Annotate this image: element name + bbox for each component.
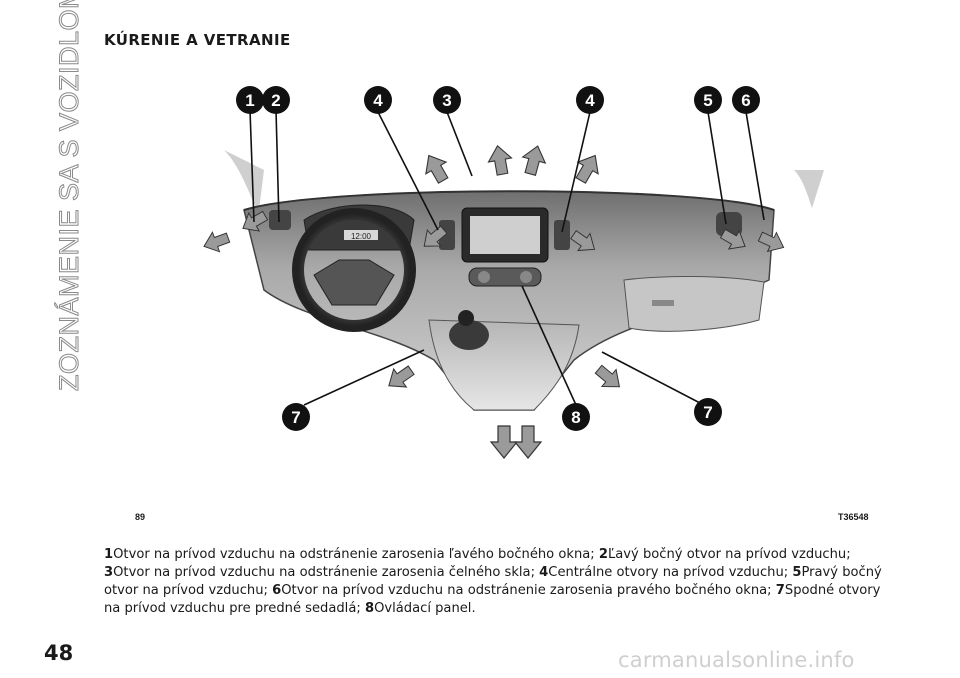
caption-text-4: Centrálne otvory na prívod vzduchu; [548, 565, 789, 580]
infotainment-screen [470, 216, 540, 254]
caption-num-7: 7 [775, 583, 785, 598]
chapter-title: ZOZNÁMENIE SA S VOZIDLOM [54, 0, 85, 391]
caption-text-3: Otvor na prívod vzduchu na odstránenie z… [113, 565, 535, 580]
callout-leaders [249, 109, 765, 406]
svg-text:8: 8 [571, 408, 580, 427]
caption-num-2: 2 [598, 547, 608, 562]
caption-text-5: Pravý bočný otvor na prívod vzduchu; [104, 565, 882, 598]
callout-6: 6 [732, 86, 760, 114]
right-pillar [794, 170, 824, 208]
caption-text-1: Otvor na prívod vzduchu na odstránenie z… [113, 547, 595, 562]
figure-code: T36548 [838, 512, 869, 522]
gear-knob [458, 310, 474, 326]
callout-2: 2 [262, 86, 290, 114]
callout-1: 1 [236, 86, 264, 114]
caption-text-8: Ovládací panel. [374, 601, 476, 616]
svg-text:4: 4 [373, 91, 383, 110]
svg-text:5: 5 [703, 91, 712, 110]
left-pillar [224, 150, 264, 210]
right-side-vent [716, 212, 742, 236]
chapter-side-tab: ZOZNÁMENIE SA S VOZIDLOM [52, 0, 88, 391]
svg-text:3: 3 [442, 91, 451, 110]
cluster-display [344, 230, 378, 240]
page-number: 48 [44, 641, 74, 665]
steering-hub [313, 259, 395, 306]
watermark: carmanualsonline.info [618, 648, 855, 672]
caption-num-5: 5 [792, 565, 802, 580]
callout-5: 5 [694, 86, 722, 114]
caption-num-4: 4 [539, 565, 549, 580]
svg-text:2: 2 [271, 91, 280, 110]
caption-text-2: Ľavý bočný otvor na prívod vzduchu; [607, 547, 851, 562]
caption-text-7: Spodné otvory na prívod vzduchu pre pred… [104, 583, 881, 616]
svg-text:1: 1 [245, 91, 254, 110]
callout-3: 3 [433, 86, 461, 114]
caption-num-1: 1 [104, 547, 114, 562]
gear-lever-boot [449, 320, 489, 350]
svg-text:7: 7 [291, 408, 300, 427]
left-side-vent [269, 210, 291, 230]
callout-markers: 1 2 4 3 4 5 6 7 [236, 86, 760, 431]
callout-8: 8 [562, 403, 590, 431]
svg-text:4: 4 [585, 91, 595, 110]
callout-7-left: 7 [282, 403, 310, 431]
caption-num-8: 8 [364, 601, 375, 616]
center-vent-right [554, 220, 570, 250]
caption-num-3: 3 [104, 565, 114, 580]
callout-7-right: 7 [694, 398, 722, 426]
callout-4-left: 4 [364, 86, 392, 114]
caption-num-6: 6 [272, 583, 282, 598]
svg-text:6: 6 [741, 91, 750, 110]
section-title: KÚRENIE A VETRANIE [104, 31, 291, 49]
caption-text-6: Otvor na prívod vzduchu na odstránenie z… [281, 583, 772, 598]
center-vent-left [439, 220, 455, 250]
figure-number: 89 [135, 512, 146, 522]
dashboard-figure: 12:00 [199, 86, 824, 459]
svg-text:7: 7 [703, 403, 712, 422]
steering-wheel [292, 208, 416, 332]
callout-4-right: 4 [576, 86, 604, 114]
glovebox [623, 275, 765, 332]
figure-caption: 1Otvor na prívod vzduchu na odstránenie … [104, 546, 899, 618]
svg-text:12:00: 12:00 [351, 232, 372, 241]
